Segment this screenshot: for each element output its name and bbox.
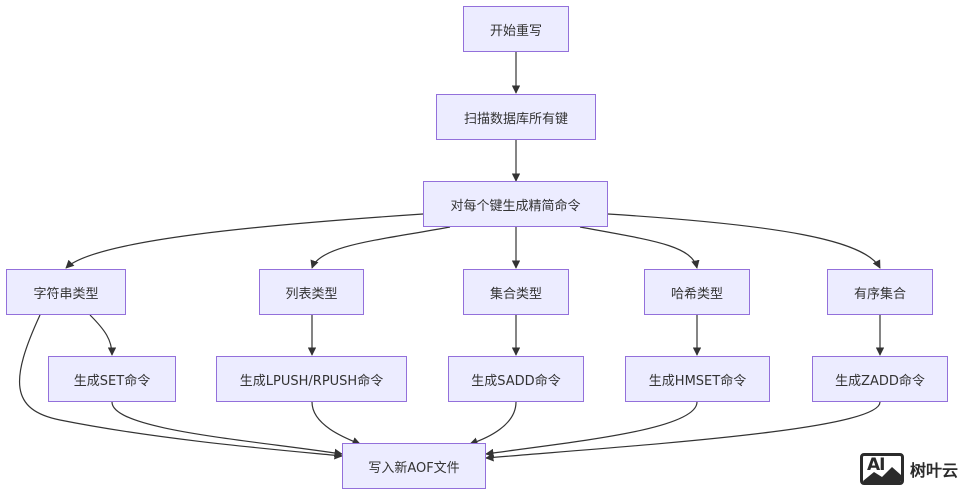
edge-generate-list	[310, 226, 451, 269]
node-scan: 扫描数据库所有键	[436, 94, 596, 140]
node-string-type: 字符串类型	[6, 269, 126, 315]
edge-generate-zset	[607, 213, 881, 269]
node-list-type: 列表类型	[259, 269, 364, 315]
edge-generate-hash	[579, 226, 700, 269]
node-gen-hmset: 生成HMSET命令	[625, 356, 770, 402]
node-gen-set: 生成SET命令	[48, 356, 176, 402]
edge-gensadd-write	[469, 401, 517, 446]
node-gen-zadd: 生成ZADD命令	[812, 356, 948, 402]
edge-string-write	[18, 314, 343, 460]
node-zset-type: 有序集合	[827, 269, 933, 315]
edge-genset-write	[111, 401, 343, 458]
watermark-text: 树叶云	[910, 461, 959, 480]
node-hash-type: 哈希类型	[644, 269, 750, 315]
edge-genzadd-write	[485, 401, 881, 462]
node-gen-sadd: 生成SADD命令	[448, 356, 584, 402]
node-write-aof: 写入新AOF文件	[342, 443, 486, 489]
node-start: 开始重写	[463, 6, 569, 52]
edge-genlpush-write	[311, 401, 361, 446]
watermark-logo-icon: AI	[860, 453, 904, 485]
node-gen-lpush: 生成LPUSH/RPUSH命令	[216, 356, 407, 402]
node-generate: 对每个键生成精简命令	[423, 181, 608, 227]
edge-string-genset	[89, 314, 117, 356]
edge-genhmset-write	[485, 401, 698, 458]
node-set-type: 集合类型	[463, 269, 569, 315]
edge-generate-string	[65, 213, 424, 269]
watermark: AI 树叶云	[860, 453, 958, 485]
